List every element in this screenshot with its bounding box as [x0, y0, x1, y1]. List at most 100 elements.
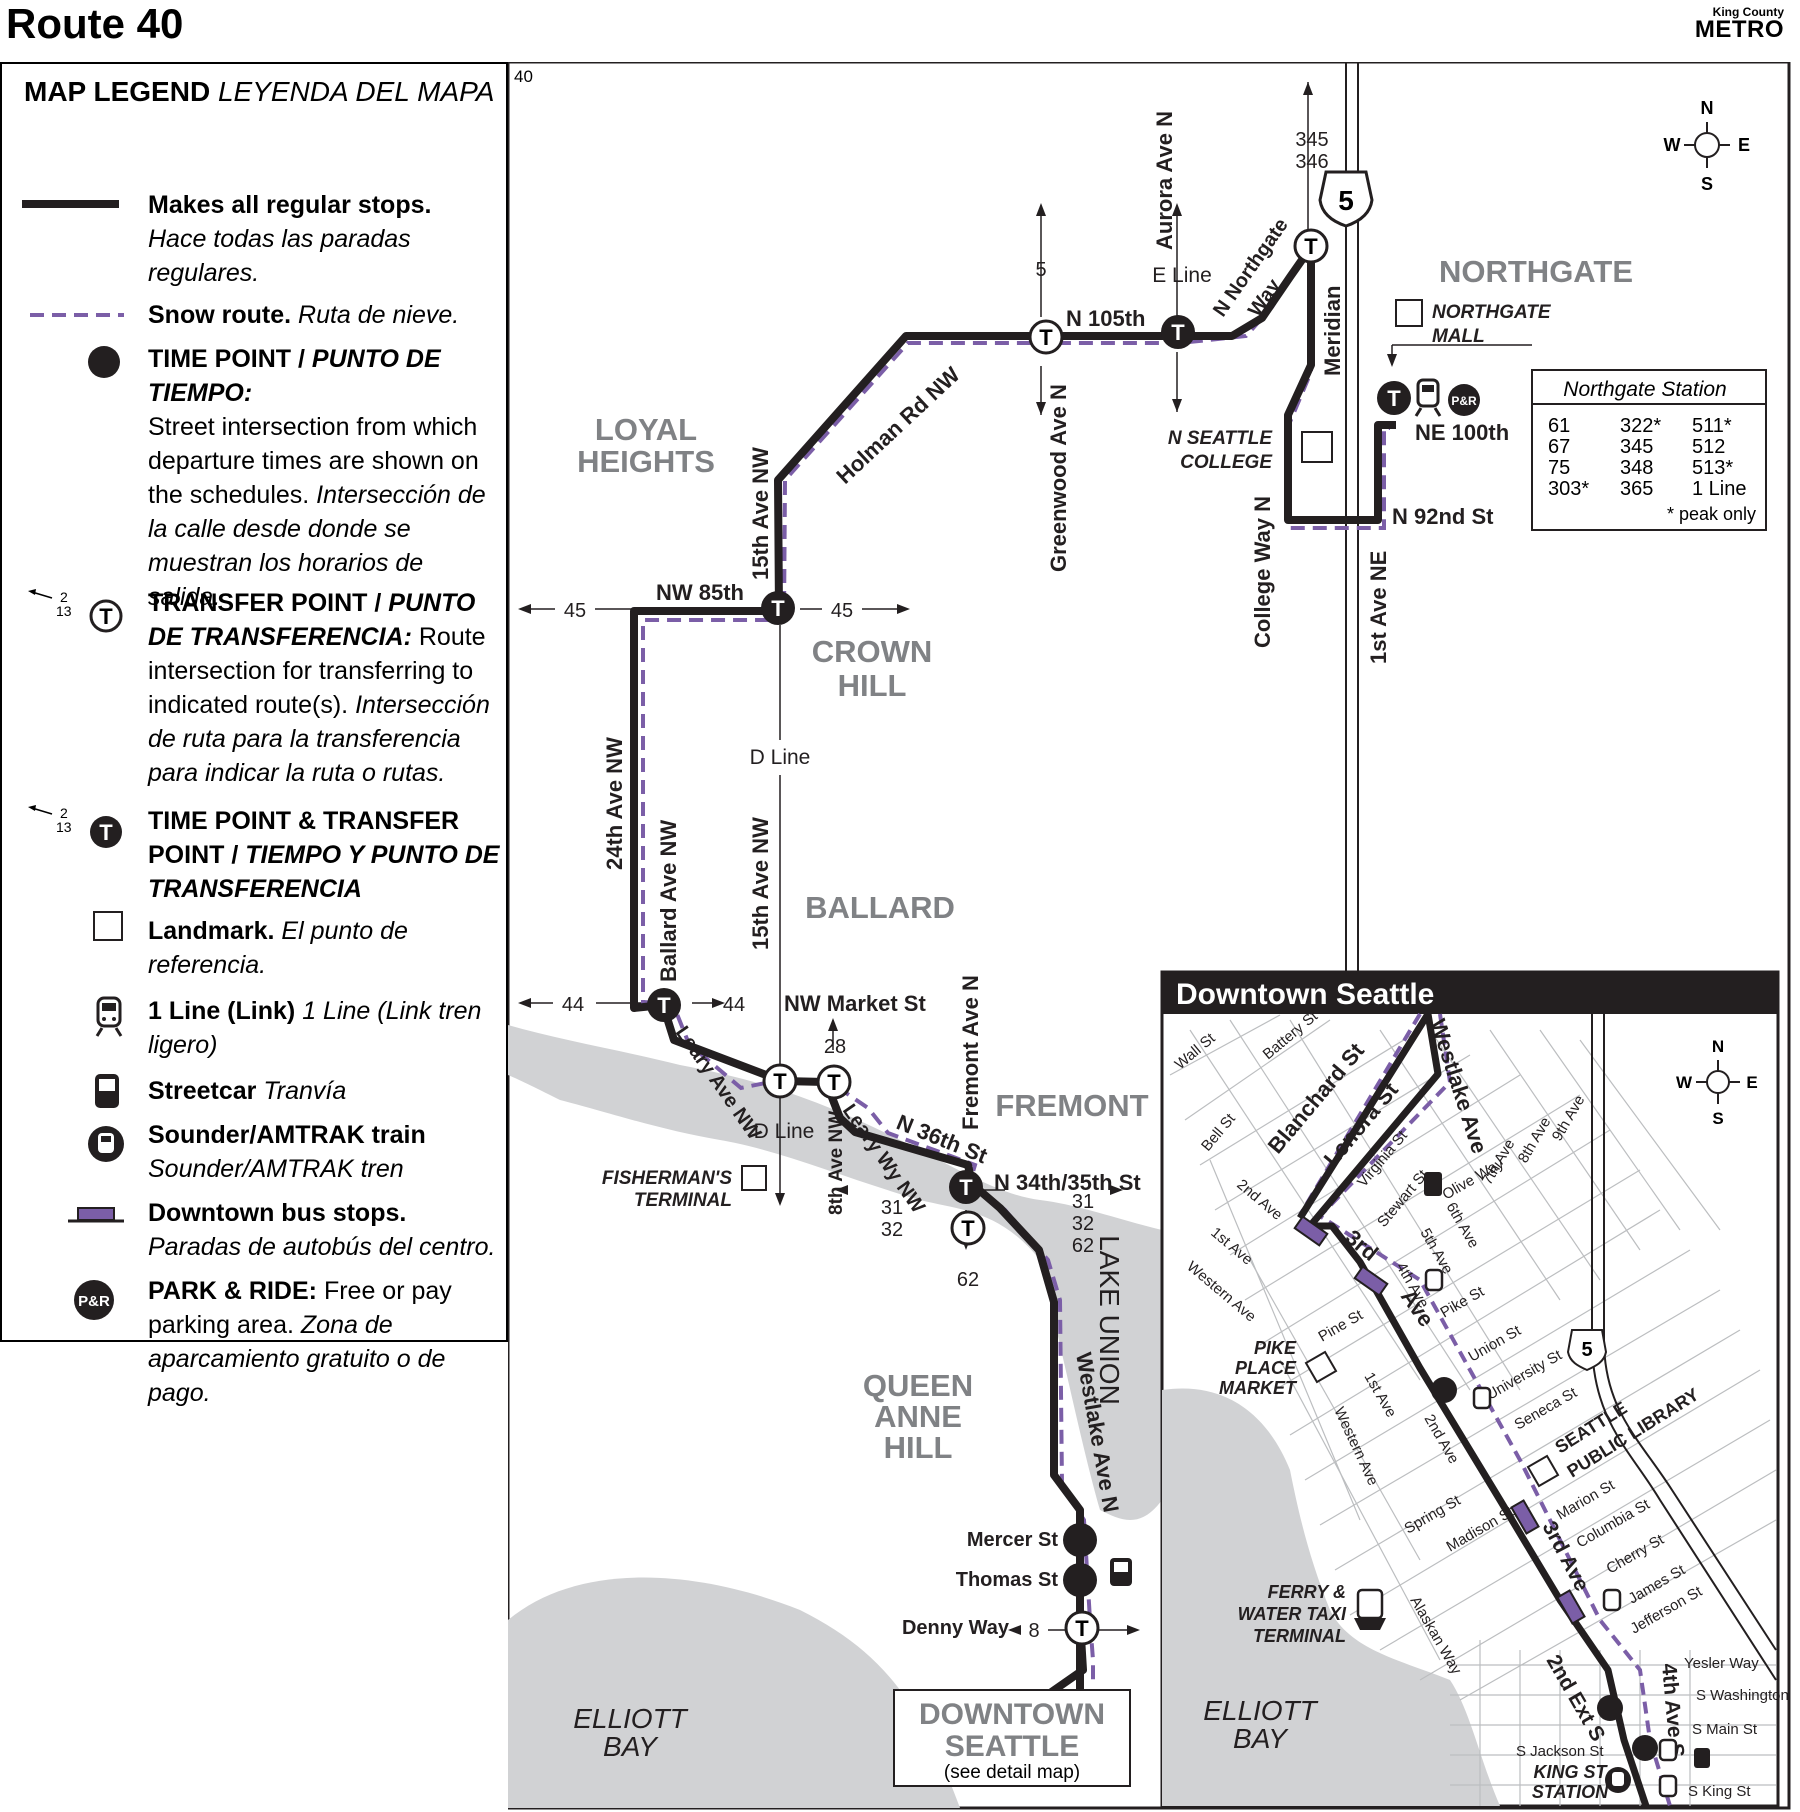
svg-text:Denny Way: Denny Way [902, 1617, 1010, 1639]
time-points[interactable] [1063, 1523, 1097, 1597]
legend-item-transfer: TRANSFER POINT / PUNTO DE TRANSFERENCIA:… [148, 589, 490, 787]
time-transfer-point-icon: 2 13 T [28, 805, 122, 848]
svg-text:Yesler Way: Yesler Way [1684, 1655, 1759, 1672]
time-point-mercer[interactable] [1063, 1523, 1097, 1557]
time-transfer-fremont-34th[interactable]: T [949, 1170, 983, 1204]
svg-text:TERMINAL: TERMINAL [1253, 1626, 1346, 1646]
time-transfer-points[interactable]: T T T T T [647, 315, 1411, 1204]
page-title: Route 40 [6, 0, 184, 47]
svg-text:E: E [1738, 135, 1750, 155]
svg-text:HILL: HILL [884, 1430, 953, 1465]
svg-text:303*: 303* [1548, 478, 1589, 500]
svg-text:STATION: STATION [1532, 1782, 1609, 1802]
svg-text:348: 348 [1620, 457, 1653, 479]
svg-text:15th Ave NW: 15th Ave NW [748, 447, 773, 580]
svg-text:NW 85th: NW 85th [656, 580, 744, 605]
svg-text:CROWN: CROWN [812, 634, 933, 669]
svg-text:LAKE UNION: LAKE UNION [1094, 1235, 1125, 1405]
downtown-inset-map[interactable]: Downtown Seattle [1160, 970, 1789, 1808]
inset-time-points[interactable] [1431, 1377, 1658, 1761]
svg-text:COLLEGE: COLLEGE [1180, 452, 1273, 473]
svg-text:62: 62 [1072, 1235, 1094, 1257]
snow-route-icon [30, 313, 124, 317]
svg-text:HEIGHTS: HEIGHTS [577, 444, 715, 479]
svg-text:Meridian: Meridian [1320, 286, 1345, 376]
snow-route-line [641, 245, 1390, 1685]
svg-text:N: N [1701, 98, 1714, 118]
legend-title: MAP LEGEND LEYENDA DEL MAPA [24, 76, 495, 107]
time-transfer-nw85-15th[interactable]: T [761, 591, 795, 625]
route-map[interactable]: 5 LOYAL HEIGHTS CROWN HILL [508, 62, 1791, 1810]
svg-text:61: 61 [1548, 415, 1570, 437]
elliott-bay-water [508, 1577, 960, 1808]
transfer-point-market-15th[interactable]: T [762, 1063, 798, 1099]
legend-item-park-ride: PARK & RIDE: Free or pay parking area. Z… [148, 1277, 452, 1407]
svg-text:S: S [1701, 174, 1713, 194]
light-rail-icon-northgate [1414, 378, 1442, 417]
inset-streetcar-icons [1424, 1172, 1710, 1768]
inset-time-point-3rd-union[interactable] [1431, 1377, 1457, 1403]
inset-time-point-2nd-ext[interactable] [1597, 1695, 1623, 1721]
svg-text:MARKET: MARKET [1219, 1378, 1298, 1398]
transfer-point-leary-8th[interactable]: T [816, 1064, 852, 1100]
transfer-point-holman-105[interactable]: T [1028, 319, 1064, 355]
time-transfer-ballard-market[interactable]: T [647, 988, 681, 1022]
svg-text:513*: 513* [1692, 457, 1733, 479]
svg-text:N 105th: N 105th [1066, 306, 1145, 331]
svg-text:32: 32 [881, 1219, 903, 1241]
legend-item-snow: Snow route. Ruta de nieve. [148, 301, 460, 329]
svg-text:67: 67 [1548, 436, 1570, 458]
transfer-point-denny[interactable]: T [1064, 1610, 1100, 1646]
svg-text:1st Ave NE: 1st Ave NE [1366, 551, 1391, 664]
northgate-station-routes: Northgate Station 61 67 75 303* 322* 345… [1531, 369, 1767, 531]
svg-text:N 92nd St: N 92nd St [1392, 504, 1494, 529]
svg-text:346: 346 [1295, 151, 1328, 173]
svg-text:2: 2 [60, 805, 68, 821]
svg-text:PLACE: PLACE [1235, 1358, 1297, 1378]
time-point-thomas[interactable] [1063, 1563, 1097, 1597]
svg-text:D Line: D Line [754, 1120, 815, 1143]
svg-text:Northgate Station: Northgate Station [1563, 378, 1726, 401]
svg-text:P&R: P&R [78, 1293, 110, 1310]
svg-text:S Washington: S Washington [1696, 1687, 1789, 1704]
svg-text:T: T [1039, 325, 1053, 350]
agency-big: METRO [1694, 16, 1784, 43]
transfer-points[interactable]: T T T T T T [762, 228, 1329, 1646]
svg-text:13: 13 [56, 819, 72, 835]
time-transfer-northgate-station[interactable]: T [1377, 381, 1411, 415]
svg-text:QUEEN: QUEEN [863, 1368, 973, 1403]
inset-time-point-4th-jackson[interactable] [1632, 1735, 1658, 1761]
legend-item-regular: Makes all regular stops.Hace todas las p… [148, 191, 432, 287]
landmark-icon [93, 911, 123, 941]
svg-text:2: 2 [60, 589, 68, 605]
water-labels: ELLIOTT BAY LAKE UNION [573, 1235, 1125, 1762]
svg-text:T: T [1075, 1616, 1089, 1641]
svg-text:T: T [1171, 320, 1185, 345]
svg-text:S Jackson St: S Jackson St [1516, 1743, 1604, 1760]
downtown-seattle-box[interactable]: DOWNTOWN SEATTLE (see detail map) [893, 1689, 1131, 1787]
svg-text:T: T [1387, 386, 1401, 411]
svg-text:44: 44 [723, 994, 745, 1016]
time-transfer-aurora-105[interactable]: T [1161, 315, 1195, 349]
svg-text:Mercer St: Mercer St [967, 1529, 1058, 1551]
svg-text:TERMINAL: TERMINAL [634, 1190, 732, 1211]
transfer-point-fremont-bridge[interactable]: T [950, 1210, 986, 1246]
inset-sounder-icon [1605, 1767, 1631, 1793]
svg-text:T: T [961, 1216, 975, 1241]
svg-text:512: 512 [1692, 436, 1725, 458]
svg-text:8: 8 [1028, 1620, 1039, 1642]
svg-text:365: 365 [1620, 478, 1653, 500]
svg-text:MALL: MALL [1432, 326, 1485, 347]
svg-text:BALLARD: BALLARD [805, 890, 955, 925]
svg-text:T: T [959, 1175, 973, 1200]
inset-route-40[interactable] [1297, 1012, 1650, 1808]
map-legend: MAP LEGEND LEYENDA DEL MAPA Makes all re… [0, 62, 508, 1407]
svg-text:Fremont Ave N: Fremont Ave N [958, 975, 983, 1130]
svg-text:W: W [1676, 1073, 1693, 1092]
svg-text:BAY: BAY [1233, 1723, 1289, 1754]
svg-text:NW Market St: NW Market St [784, 991, 926, 1016]
transfer-point-northgate-way[interactable]: T [1293, 228, 1329, 264]
svg-text:Thomas St: Thomas St [956, 1569, 1059, 1591]
legend-item-downtown-stops: Downtown bus stops. Paradas de autobús d… [148, 1199, 496, 1261]
inset-compass-rose: N S W E [1676, 1037, 1758, 1128]
